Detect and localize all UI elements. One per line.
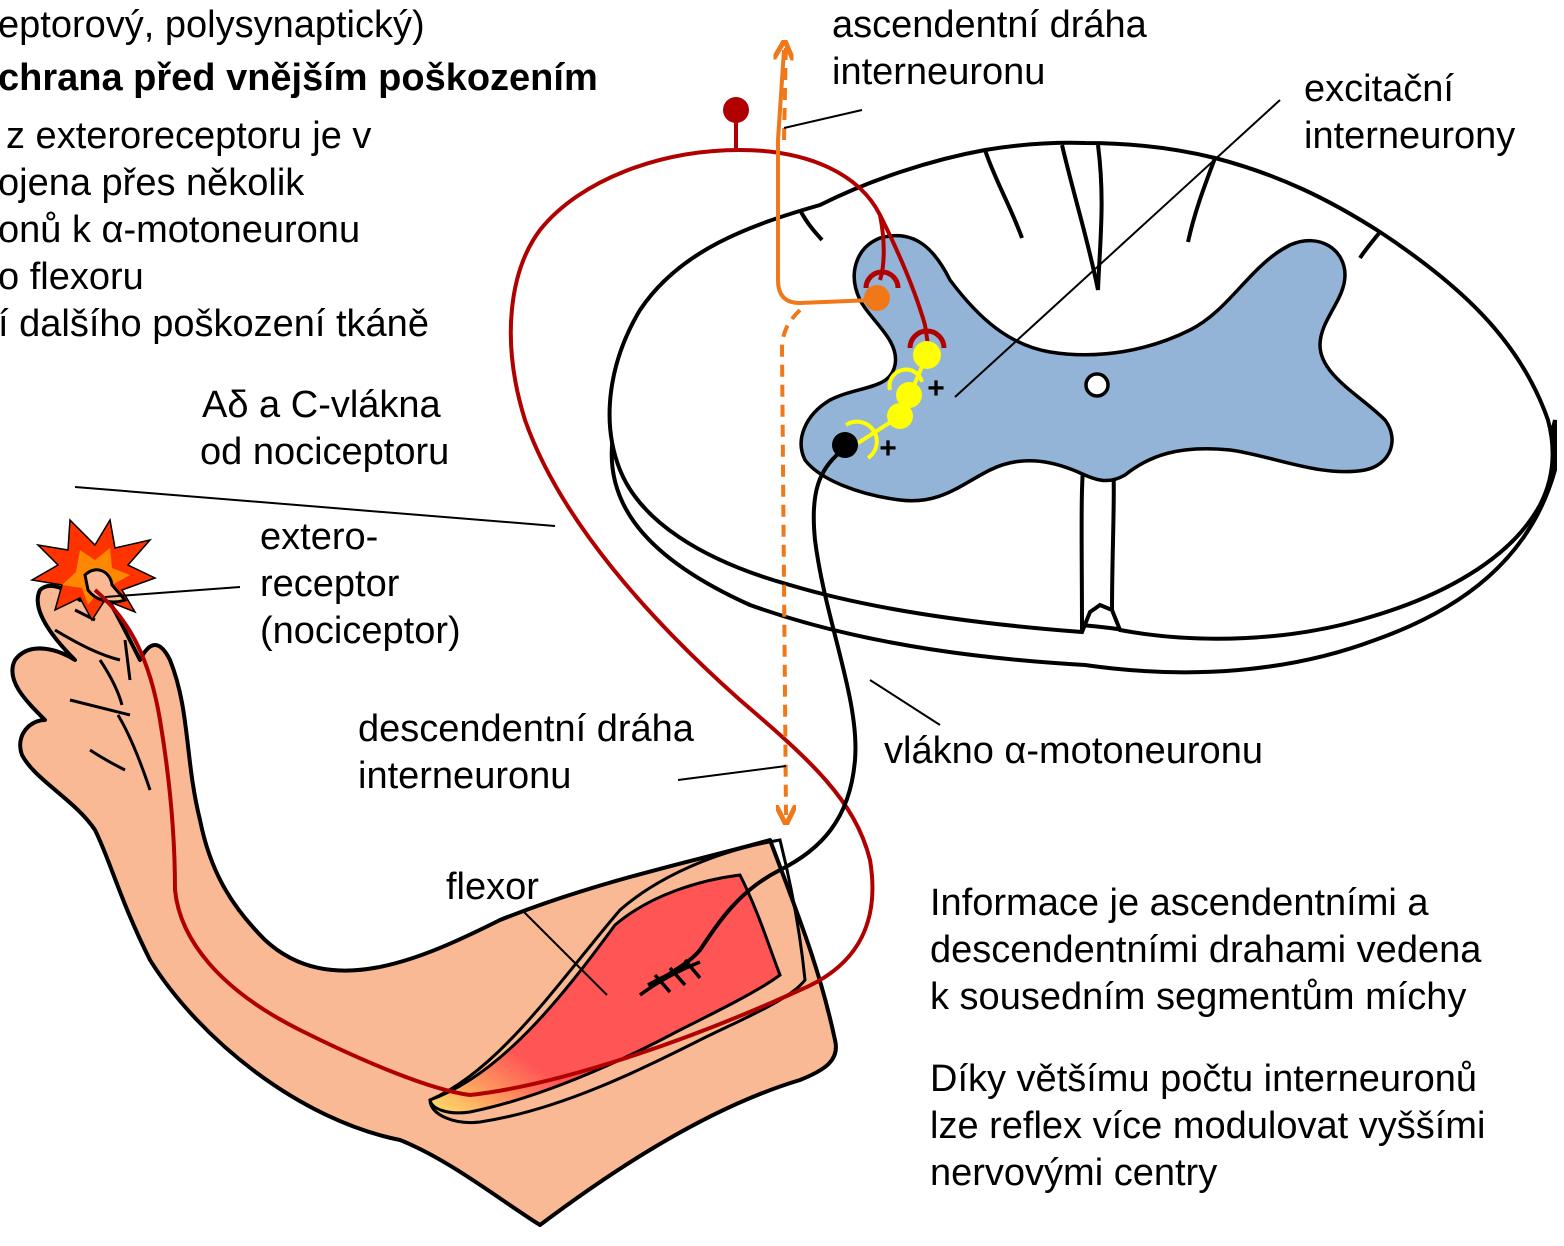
- label-line: descendentní dráha: [358, 706, 694, 753]
- intro-bullets: z exteroreceptoru je v ojena přes několi…: [0, 113, 429, 348]
- plus-sign-1: +: [927, 372, 945, 405]
- note-modulation: Díky většímu počtu interneuronů lze refl…: [930, 1056, 1485, 1197]
- label-exteroreceptor: extero- receptor (nociceptor): [260, 514, 461, 655]
- note-segments: Informace je ascendentními a descendentn…: [930, 880, 1481, 1021]
- label-line: excitační: [1304, 66, 1515, 113]
- note-line: nervovými centry: [930, 1150, 1485, 1197]
- label-line: (nociceptor): [260, 608, 461, 655]
- plus-sign-2: +: [879, 432, 897, 465]
- label-line: vlákno α-motoneuronu: [884, 730, 1263, 772]
- label-line: interneurony: [1304, 113, 1515, 160]
- label-line: receptor: [260, 561, 461, 608]
- label-line: extero-: [260, 514, 461, 561]
- intro-heading: chrana před vnějším poškozením: [0, 55, 598, 102]
- spinal-cord: [610, 143, 1555, 672]
- label-descending-path: descendentní dráha interneuronu: [358, 706, 694, 800]
- bullet-line: z exteroreceptoru je v: [0, 113, 429, 160]
- intro-heading-text: chrana před vnějším poškozením: [0, 57, 598, 99]
- intro-text: eptorový, polysynaptický): [0, 4, 425, 46]
- bullet-line: í dalšího poškození tkáně: [0, 301, 429, 348]
- label-line: Aδ a C-vlákna: [200, 382, 449, 429]
- label-line: ascendentní dráha: [832, 2, 1147, 49]
- note-line: Informace je ascendentními a: [930, 880, 1481, 927]
- label-ascending-path: ascendentní dráha interneuronu: [832, 2, 1147, 96]
- label-fibers: Aδ a C-vlákna od nociceptoru: [200, 382, 449, 476]
- dorsal-root-ganglion: [723, 97, 749, 123]
- label-line: flexor: [446, 866, 539, 908]
- bullet-line: ojena přes několik: [0, 160, 429, 207]
- label-line: od nociceptoru: [200, 429, 449, 476]
- note-line: Díky většímu počtu interneuronů: [930, 1056, 1485, 1103]
- interneuron-orange: [864, 285, 890, 311]
- note-line: descendentními drahami vedena: [930, 927, 1481, 974]
- bullet-line: onů k α-motoneuronu: [0, 207, 429, 254]
- label-motoneuron-fiber: vlákno α-motoneuronu: [884, 728, 1263, 775]
- note-line: lze reflex více modulovat vyššími: [930, 1103, 1485, 1150]
- leader-ascending: [784, 110, 862, 128]
- bullet-line: o flexoru: [0, 254, 429, 301]
- note-line: k sousedním segmentům míchy: [930, 974, 1481, 1021]
- label-excitatory-interneurons: excitační interneurony: [1304, 66, 1515, 160]
- central-canal: [1086, 374, 1108, 396]
- label-line: interneuronu: [358, 753, 694, 800]
- label-flexor: flexor: [446, 864, 539, 911]
- leader-descending: [678, 766, 786, 780]
- leader-motoneuron: [870, 680, 940, 725]
- intro-line: eptorový, polysynaptický): [0, 2, 425, 49]
- ascending-path-dashed: [784, 40, 786, 140]
- label-line: interneuronu: [832, 49, 1147, 96]
